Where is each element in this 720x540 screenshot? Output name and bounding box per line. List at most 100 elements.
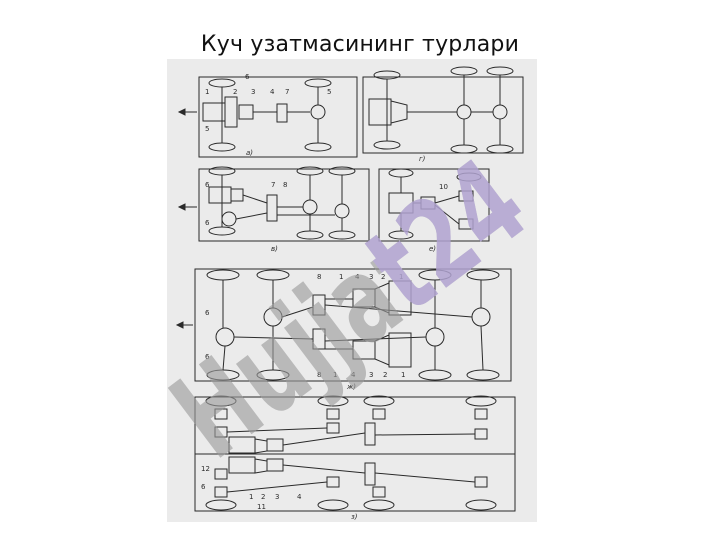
panel-b: г) — [362, 66, 524, 163]
wheel — [205, 499, 237, 511]
wheel — [450, 144, 478, 154]
panel-e-frame — [194, 268, 512, 382]
part-label: 4 — [297, 493, 302, 501]
shaft — [282, 432, 366, 446]
panel-caption: в) — [271, 245, 278, 253]
part-label: 4 — [355, 273, 360, 281]
part-label: 8 — [317, 371, 321, 379]
wheel — [328, 166, 356, 176]
wheel — [456, 172, 482, 182]
clutch-housing — [254, 438, 268, 454]
hub-motor — [326, 476, 340, 488]
wheel — [317, 499, 349, 511]
panel-a-frame — [198, 76, 358, 158]
cable — [434, 204, 460, 225]
gearbox-block — [266, 458, 284, 472]
panel-caption: з) — [351, 513, 358, 521]
wheel — [328, 230, 356, 240]
engine-block — [388, 332, 412, 368]
wheel — [256, 369, 290, 381]
part-label: 6 — [201, 483, 206, 491]
panel-caption: г) — [419, 155, 426, 163]
part-label: 2 — [233, 88, 237, 96]
wheel — [208, 142, 236, 152]
clutch-housing — [374, 282, 390, 314]
part-label: 5 — [205, 125, 209, 133]
hub-motor — [474, 476, 488, 488]
wheel — [418, 269, 452, 281]
part-label: 3 — [251, 88, 255, 96]
hub-motor — [214, 486, 228, 498]
motor-block — [388, 192, 414, 214]
wheel — [304, 78, 332, 88]
engine-block — [228, 456, 256, 474]
hub-motor — [474, 408, 488, 420]
shaft — [324, 336, 427, 342]
wheel — [465, 395, 497, 407]
part-label: 7 — [271, 181, 275, 189]
transfer-box — [276, 103, 288, 123]
axle — [480, 325, 484, 371]
part-label: 1 — [205, 88, 209, 96]
wheel — [363, 499, 395, 511]
part-label: 2 — [381, 273, 385, 281]
differential — [215, 327, 235, 347]
wheel — [317, 395, 349, 407]
arrow-head — [177, 203, 186, 211]
panel-d: 10 е) — [378, 168, 490, 253]
wheel — [208, 226, 236, 236]
hub-motor — [214, 468, 228, 480]
transfer-box — [312, 294, 326, 316]
hub-motor — [372, 408, 386, 420]
gearbox-block — [230, 188, 244, 202]
part-label: 1 — [249, 493, 253, 501]
differential — [471, 307, 491, 327]
part-label: 8 — [283, 181, 287, 189]
part-label: 11 — [257, 503, 266, 511]
part-label: 6 — [205, 353, 210, 361]
wheel — [373, 140, 401, 150]
clutch-housing — [374, 334, 390, 366]
wheel — [466, 269, 500, 281]
part-label: 1 — [401, 371, 405, 379]
panel-caption: а) — [246, 149, 253, 157]
clutch-block — [224, 96, 238, 128]
wheel — [388, 230, 414, 240]
motor-block — [458, 190, 474, 202]
engine-block — [388, 280, 412, 316]
part-label: 3 — [369, 371, 373, 379]
slide-title: Куч узатмасининг турлари — [200, 32, 520, 57]
panel-a: а) 1 2 3 4 7 5 5 6 — [177, 73, 358, 158]
shaft — [235, 212, 268, 220]
arrow-head — [175, 321, 184, 329]
wheel — [450, 66, 478, 76]
differential — [456, 104, 472, 120]
part-label: 1 — [399, 273, 403, 281]
wheel — [466, 369, 500, 381]
shaft — [226, 427, 328, 433]
gearbox-block — [352, 288, 376, 308]
part-label: 12 — [201, 465, 210, 473]
wheel — [373, 70, 401, 80]
part-label: 7 — [285, 88, 289, 96]
differential — [302, 199, 318, 215]
wheel — [208, 78, 236, 88]
cable — [434, 195, 460, 204]
panel-e: 8 1 4 3 2 1 6 6 8 1 4 3 2 1 ж) — [175, 268, 512, 391]
part-label: 3 — [275, 493, 279, 501]
part-label: 4 — [351, 371, 356, 379]
part-label: 6 — [205, 181, 210, 189]
shaft — [281, 306, 314, 318]
transfer-box — [312, 328, 326, 350]
hub-motor — [214, 426, 228, 438]
panel-c-frame — [198, 168, 370, 242]
hub-motor — [474, 428, 488, 440]
wheel — [296, 230, 324, 240]
wheel — [208, 166, 236, 176]
drivetrain-diagram-svg: а) 1 2 3 4 7 5 5 6 — [175, 66, 524, 521]
wheel — [363, 395, 395, 407]
gearbox-block — [352, 340, 376, 360]
engine-block — [368, 98, 392, 126]
hub-motor — [214, 408, 228, 420]
wheel — [304, 142, 332, 152]
